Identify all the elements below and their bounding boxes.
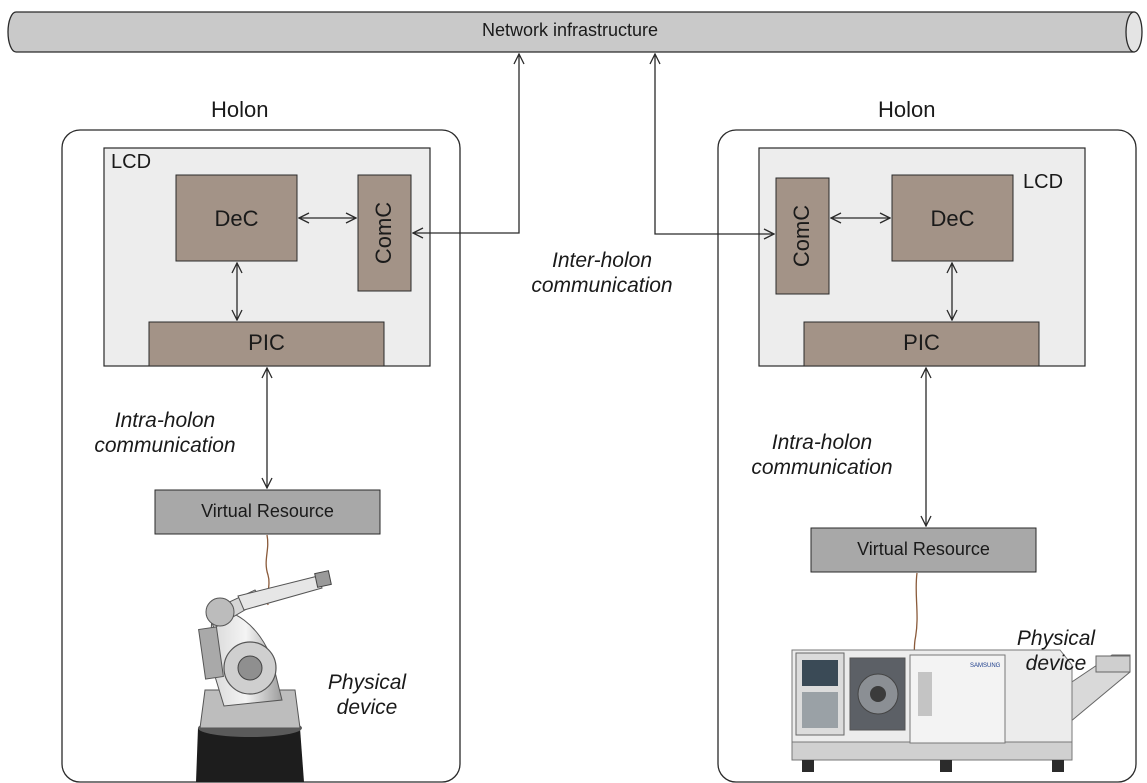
right-inter-arrow bbox=[655, 54, 774, 234]
left-lcd-label: LCD bbox=[111, 151, 152, 173]
right-holon-title: Holon bbox=[878, 97, 936, 122]
cnc-lathe-machine-icon: SAMSUNG bbox=[791, 649, 1131, 772]
inter-holon-line2: communication bbox=[531, 274, 673, 297]
left-inter-arrow bbox=[413, 54, 519, 233]
left-intra-line2: communication bbox=[94, 434, 236, 457]
left-physical-line2: device bbox=[336, 696, 398, 719]
right-physical-line1: Physical bbox=[1016, 627, 1096, 650]
left-pic-label: PIC bbox=[248, 330, 285, 355]
right-intra-line2: communication bbox=[751, 456, 893, 479]
left-dec-label: DeC bbox=[214, 206, 259, 231]
network-infrastructure-label: Network infrastructure bbox=[482, 20, 659, 40]
left-intra-holon-label: Intra-holon communication bbox=[70, 408, 260, 458]
inter-holon-line1: Inter-holon bbox=[551, 249, 653, 272]
left-pic-box bbox=[148, 321, 385, 367]
network-pipe bbox=[7, 11, 1143, 53]
machine-brand-text: SAMSUNG bbox=[970, 663, 1001, 669]
left-holon-title: Holon bbox=[211, 97, 269, 122]
left-comc-box bbox=[357, 174, 412, 292]
industrial-robot-arm-icon bbox=[196, 570, 332, 782]
right-dec-box bbox=[891, 174, 1014, 262]
left-virtual-resource-label: Virtual Resource bbox=[201, 501, 334, 521]
left-virtual-resource-box bbox=[154, 489, 381, 535]
right-comc-box bbox=[775, 177, 830, 295]
left-dec-box bbox=[175, 174, 298, 262]
left-physical-line1: Physical bbox=[327, 671, 407, 694]
left-intra-line1: Intra-holon bbox=[114, 409, 216, 432]
right-pic-label: PIC bbox=[903, 330, 940, 355]
right-dec-label: DeC bbox=[930, 206, 975, 231]
right-virtual-resource-label: Virtual Resource bbox=[857, 539, 990, 559]
right-pic-box bbox=[803, 321, 1040, 367]
right-virtual-resource-box bbox=[810, 527, 1037, 573]
right-physical-line2: device bbox=[1025, 652, 1087, 675]
right-intra-holon-label: Intra-holon communication bbox=[727, 430, 917, 480]
right-physical-device-label: Physical device bbox=[1000, 626, 1112, 676]
right-intra-line1: Intra-holon bbox=[771, 431, 873, 454]
left-comc-label: ComC bbox=[371, 201, 396, 265]
left-physical-device-label: Physical device bbox=[312, 670, 422, 720]
right-comc-label: ComC bbox=[789, 204, 814, 268]
inter-holon-label: Inter-holon communication bbox=[482, 248, 722, 298]
right-lcd-label: LCD bbox=[1023, 171, 1064, 193]
